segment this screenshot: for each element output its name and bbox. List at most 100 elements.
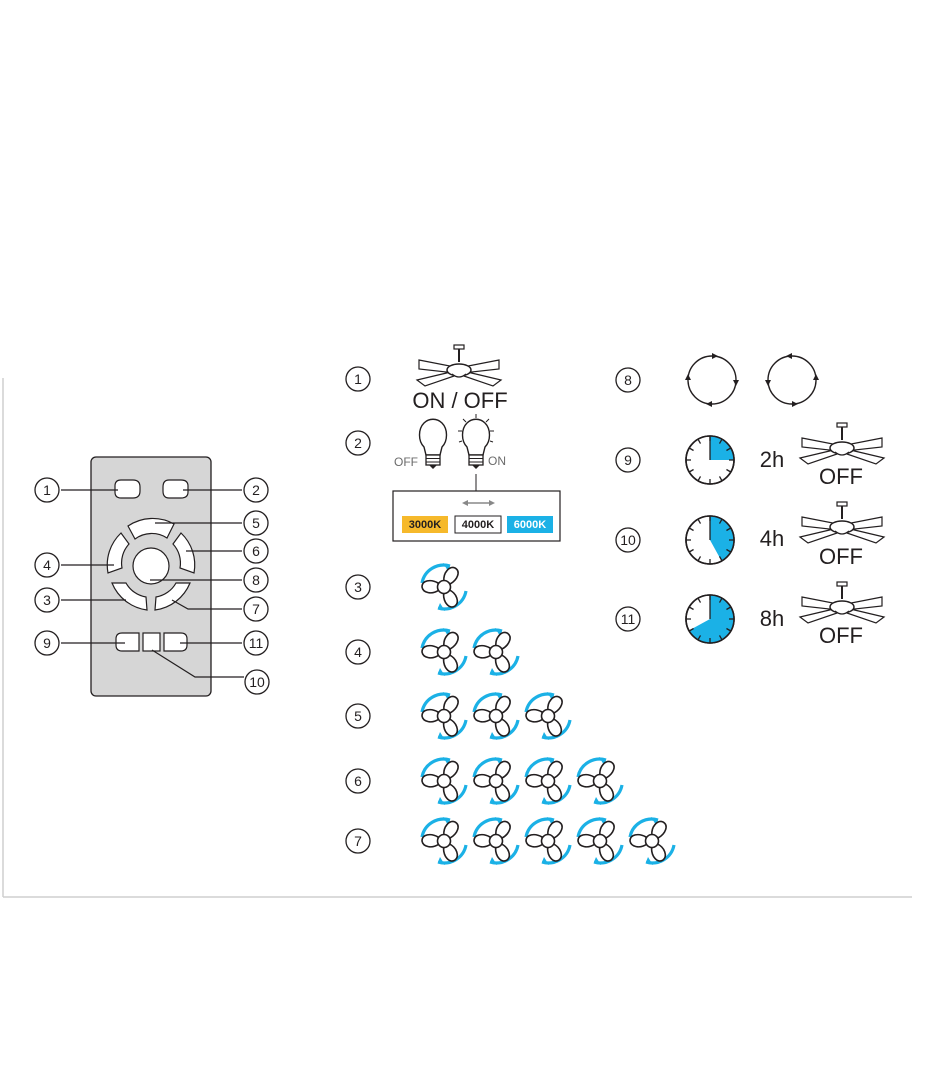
- speed-2-button[interactable]: [106, 532, 130, 574]
- remote-callout-label: 7: [252, 601, 260, 617]
- remote-callout-label: 9: [43, 635, 51, 651]
- clock-tick: [718, 438, 723, 444]
- legend-speed-row: 4: [345, 626, 520, 678]
- legend-number: 5: [354, 708, 362, 724]
- clock-tick: [688, 468, 694, 473]
- timer-2h-button[interactable]: [115, 632, 140, 652]
- timer-clock-icon: [685, 594, 735, 644]
- speed-3-button[interactable]: [127, 517, 175, 540]
- clock-tick: [697, 476, 702, 482]
- clock-tick: [697, 438, 702, 444]
- clock-fill-wedge: [688, 595, 735, 643]
- clock-tick: [688, 606, 694, 611]
- spinning-fan-icon: [576, 755, 624, 807]
- timer-duration: 4h: [760, 526, 784, 551]
- remote-callout-label: 4: [43, 557, 51, 573]
- remote-callout-8: 8: [243, 567, 269, 593]
- remote-callout-label: 10: [249, 674, 265, 690]
- legend-speed-row: 7: [345, 815, 676, 867]
- legend-number: 6: [354, 773, 362, 789]
- speed-fans: [420, 626, 520, 678]
- clock-tick: [688, 527, 694, 532]
- clock-tick: [688, 447, 694, 452]
- rotate-counterclockwise-icon: [764, 352, 820, 408]
- legend-timer-row: 9 2h OFF: [615, 422, 885, 489]
- clock-rim: [685, 435, 735, 485]
- fan-power-button[interactable]: [114, 479, 141, 499]
- double-arrow-icon: [462, 500, 495, 506]
- speed-fans: [420, 755, 624, 807]
- spinning-fan-icon: [472, 690, 520, 742]
- rotate-clockwise-icon: [684, 352, 740, 408]
- spinning-fan-icon: [420, 561, 468, 613]
- legend-number: 7: [354, 833, 362, 849]
- ceiling-fan-icon: [799, 501, 885, 544]
- legend-number: 10: [620, 532, 636, 548]
- clock-tick: [688, 627, 694, 632]
- remote-callout-5: 5: [243, 510, 269, 536]
- legend-speed-row: 6: [345, 755, 624, 807]
- timer-duration: 2h: [760, 447, 784, 472]
- remote-callout-11: 11: [243, 630, 269, 656]
- remote-callout-7: 7: [243, 596, 269, 622]
- speed-fans: [420, 561, 468, 613]
- timer-duration: 8h: [760, 606, 784, 631]
- clock-tick: [718, 556, 723, 562]
- speed-1-button[interactable]: [111, 582, 148, 611]
- remote-control: [90, 456, 212, 697]
- legend-speeds: 3 4 5 6 7: [345, 561, 676, 867]
- ceiling-fan-icon: [799, 581, 885, 624]
- speed-fans: [420, 690, 572, 742]
- clock-tick: [726, 527, 732, 532]
- legend-speed-row: 5: [345, 690, 572, 742]
- bulb-off-icon: [418, 418, 448, 470]
- remote-callout-6: 6: [243, 538, 269, 564]
- clock-tick: [718, 476, 723, 482]
- spinning-fan-icon: [524, 815, 572, 867]
- clock-tick: [726, 548, 732, 553]
- timer-8h-button[interactable]: [163, 632, 188, 652]
- remote-callout-4: 4: [34, 552, 60, 578]
- clock-tick: [697, 556, 702, 562]
- fan-power-label: ON / OFF: [412, 388, 507, 413]
- color-temp-3000k-swatch: [402, 516, 448, 533]
- clock-tick: [718, 597, 723, 603]
- remote-callout-label: 11: [249, 635, 264, 651]
- color-temp-4000k-label: 4000K: [462, 519, 494, 531]
- speed-5-button[interactable]: [154, 582, 191, 611]
- bulb-on-icon: [461, 418, 491, 470]
- clock-tick: [697, 518, 702, 524]
- remote-callout-label: 6: [252, 543, 260, 559]
- spinning-fan-icon: [524, 690, 572, 742]
- legend-light: 2 OFF ON 3000K 4000K 6000K: [345, 414, 561, 542]
- speed-4-button[interactable]: [172, 532, 196, 574]
- spinning-fan-icon: [576, 815, 624, 867]
- remote-callout-2: 2: [243, 477, 269, 503]
- light-button[interactable]: [162, 479, 189, 499]
- clock-rim: [685, 594, 735, 644]
- clock-tick: [697, 597, 702, 603]
- legend-fan-power: 1 ON / OFF: [345, 344, 508, 413]
- spinning-fan-icon: [472, 815, 520, 867]
- clock-tick: [726, 468, 732, 473]
- color-temp-4000k-swatch: [454, 515, 502, 534]
- spinning-fan-icon: [420, 690, 468, 742]
- color-temp-3000k-label: 3000K: [409, 519, 441, 531]
- clock-tick: [726, 606, 732, 611]
- ceiling-fan-icon: [799, 422, 885, 465]
- remote-callout-label: 1: [43, 482, 51, 498]
- reverse-button[interactable]: [132, 547, 170, 585]
- legend-number: 11: [621, 611, 636, 627]
- remote-callout-label: 5: [252, 515, 260, 531]
- remote-callout-label: 2: [252, 482, 260, 498]
- timer-state: OFF: [819, 623, 863, 648]
- clock-tick: [688, 548, 694, 553]
- timer-clock-icon: [685, 435, 735, 485]
- legend-number: 3: [354, 579, 362, 595]
- timer-state: OFF: [819, 544, 863, 569]
- clock-tick: [718, 635, 723, 641]
- spinning-fan-icon: [420, 815, 468, 867]
- legend-timer-row: 11 8h OFF: [615, 581, 885, 648]
- timer-4h-button[interactable]: [142, 632, 161, 652]
